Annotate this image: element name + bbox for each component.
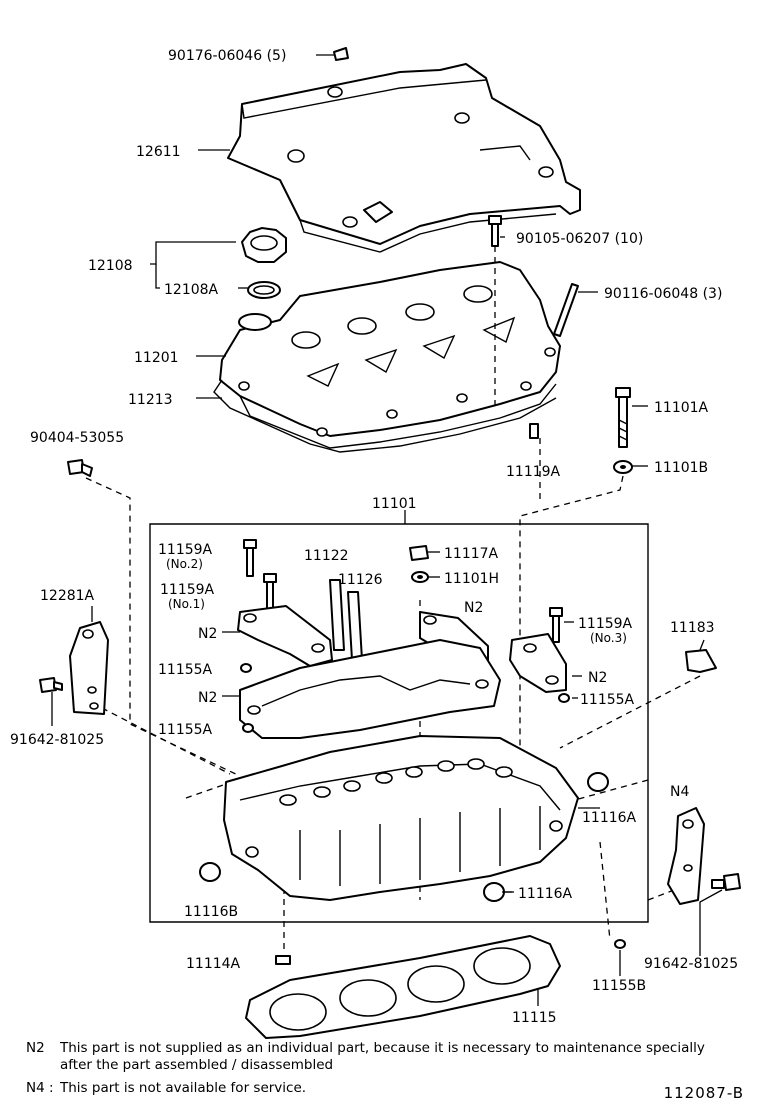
label-90404: 90404-53055 bbox=[30, 430, 124, 446]
footnotes: N2 This part is not supplied as an indiv… bbox=[26, 1040, 726, 1103]
bolt-90404-icon bbox=[67, 459, 93, 477]
bracket-n4-icon bbox=[667, 807, 705, 905]
pins-11122-icon bbox=[329, 579, 363, 661]
label-11116a-top: 11116A bbox=[582, 810, 637, 826]
note-n2: N2 This part is not supplied as an indiv… bbox=[26, 1040, 726, 1074]
head-gasket-icon bbox=[245, 935, 561, 1039]
label-11101: 11101 bbox=[372, 496, 417, 512]
label-12108a: 12108A bbox=[164, 282, 219, 298]
bolt-90105-icon bbox=[488, 215, 502, 247]
note-n4-key: N4 : bbox=[26, 1080, 54, 1096]
seal-11101h-icon bbox=[411, 571, 429, 583]
label-91642-right: 91642-81025 bbox=[644, 956, 738, 972]
cylinder-head-cover-11201 bbox=[213, 261, 561, 453]
plug-11116b-icon bbox=[199, 862, 221, 882]
diagram-code: 112087-B bbox=[663, 1084, 744, 1102]
label-n2-a: N2 bbox=[464, 600, 483, 616]
bolt-11159a-no3-icon bbox=[549, 607, 563, 643]
note-n2-key: N2 bbox=[26, 1040, 45, 1056]
cam-housing-icon bbox=[239, 639, 501, 739]
label-11155a-3: 11155A bbox=[580, 692, 635, 708]
oil-filler-cap-icon bbox=[241, 227, 287, 299]
label-90176: 90176-06046 (5) bbox=[168, 48, 286, 64]
note-n4-text: This part is not available for service. bbox=[60, 1080, 307, 1096]
plug-11116a-top-icon bbox=[587, 772, 609, 792]
label-n4: N4 bbox=[670, 784, 689, 800]
label-11126: 11126 bbox=[338, 572, 383, 588]
label-11116b: 11116B bbox=[184, 904, 238, 920]
bolt-91642-right-icon bbox=[711, 873, 741, 891]
label-11114a: 11114A bbox=[186, 956, 241, 972]
stud-90116-icon bbox=[553, 283, 579, 337]
bolt-11159a-no2-icon bbox=[243, 539, 257, 577]
label-n2-d: N2 bbox=[198, 690, 217, 706]
bolt-91642-left-icon bbox=[39, 677, 63, 693]
label-11115: 11115 bbox=[512, 1010, 557, 1026]
label-12281a: 12281A bbox=[40, 588, 95, 604]
dowel-11155a-3-icon bbox=[558, 693, 570, 703]
label-11155b: 11155B bbox=[592, 978, 646, 994]
label-11183: 11183 bbox=[670, 620, 715, 636]
note-n4: N4 : This part is not available for serv… bbox=[26, 1080, 726, 1097]
dowel-11119a-icon bbox=[529, 423, 539, 439]
label-11122: 11122 bbox=[304, 548, 349, 564]
label-n2-b: N2 bbox=[198, 626, 217, 642]
label-11101a: 11101A bbox=[654, 400, 709, 416]
part-11183-icon bbox=[685, 649, 717, 673]
head-bolt-11101a-icon bbox=[615, 387, 631, 448]
dowel-11155b-icon bbox=[614, 939, 626, 949]
label-11119a: 11119A bbox=[506, 464, 561, 480]
label-no2: (No.2) bbox=[166, 557, 203, 571]
bolt-90176-icon bbox=[333, 47, 349, 61]
engine-cover-12611 bbox=[227, 63, 581, 253]
label-11159a-no2: 11159A bbox=[158, 542, 213, 558]
dowel-11155a-2-icon bbox=[242, 723, 254, 733]
label-11155a-2: 11155A bbox=[158, 722, 213, 738]
label-11159a-no1: 11159A bbox=[160, 582, 215, 598]
washer-11101b-icon bbox=[613, 460, 633, 474]
label-91642-left: 91642-81025 bbox=[10, 732, 104, 748]
label-90116: 90116-06048 (3) bbox=[604, 286, 722, 302]
label-n2-c: N2 bbox=[588, 670, 607, 686]
label-11155a-1: 11155A bbox=[158, 662, 213, 678]
group-box-11101 bbox=[149, 523, 649, 923]
label-no3: (No.3) bbox=[590, 631, 627, 645]
label-11116a-bottom: 11116A bbox=[518, 886, 573, 902]
label-11101h: 11101H bbox=[444, 571, 499, 587]
label-11159a-no3: 11159A bbox=[578, 616, 633, 632]
label-11213: 11213 bbox=[128, 392, 173, 408]
bracket-12281a-icon bbox=[69, 621, 109, 715]
dowel-11114a-icon bbox=[275, 955, 291, 965]
label-11117a: 11117A bbox=[444, 546, 499, 562]
bolt-11159a-no1-icon bbox=[263, 573, 277, 613]
cylinder-head-icon bbox=[223, 735, 579, 901]
bearing-cap-right-icon bbox=[509, 633, 567, 693]
label-11201: 11201 bbox=[134, 350, 179, 366]
bearing-cap-left-icon bbox=[237, 605, 333, 667]
dowel-11155a-1-icon bbox=[240, 663, 252, 673]
label-12611: 12611 bbox=[136, 144, 181, 160]
plug-11116a-bottom-icon bbox=[483, 882, 505, 902]
plug-11117a-icon bbox=[409, 545, 429, 561]
label-12108: 12108 bbox=[88, 258, 133, 274]
label-11101b: 11101B bbox=[654, 460, 708, 476]
label-no1: (No.1) bbox=[168, 597, 205, 611]
label-90105: 90105-06207 (10) bbox=[516, 231, 643, 247]
note-n2-text: This part is not supplied as an individu… bbox=[60, 1040, 705, 1073]
